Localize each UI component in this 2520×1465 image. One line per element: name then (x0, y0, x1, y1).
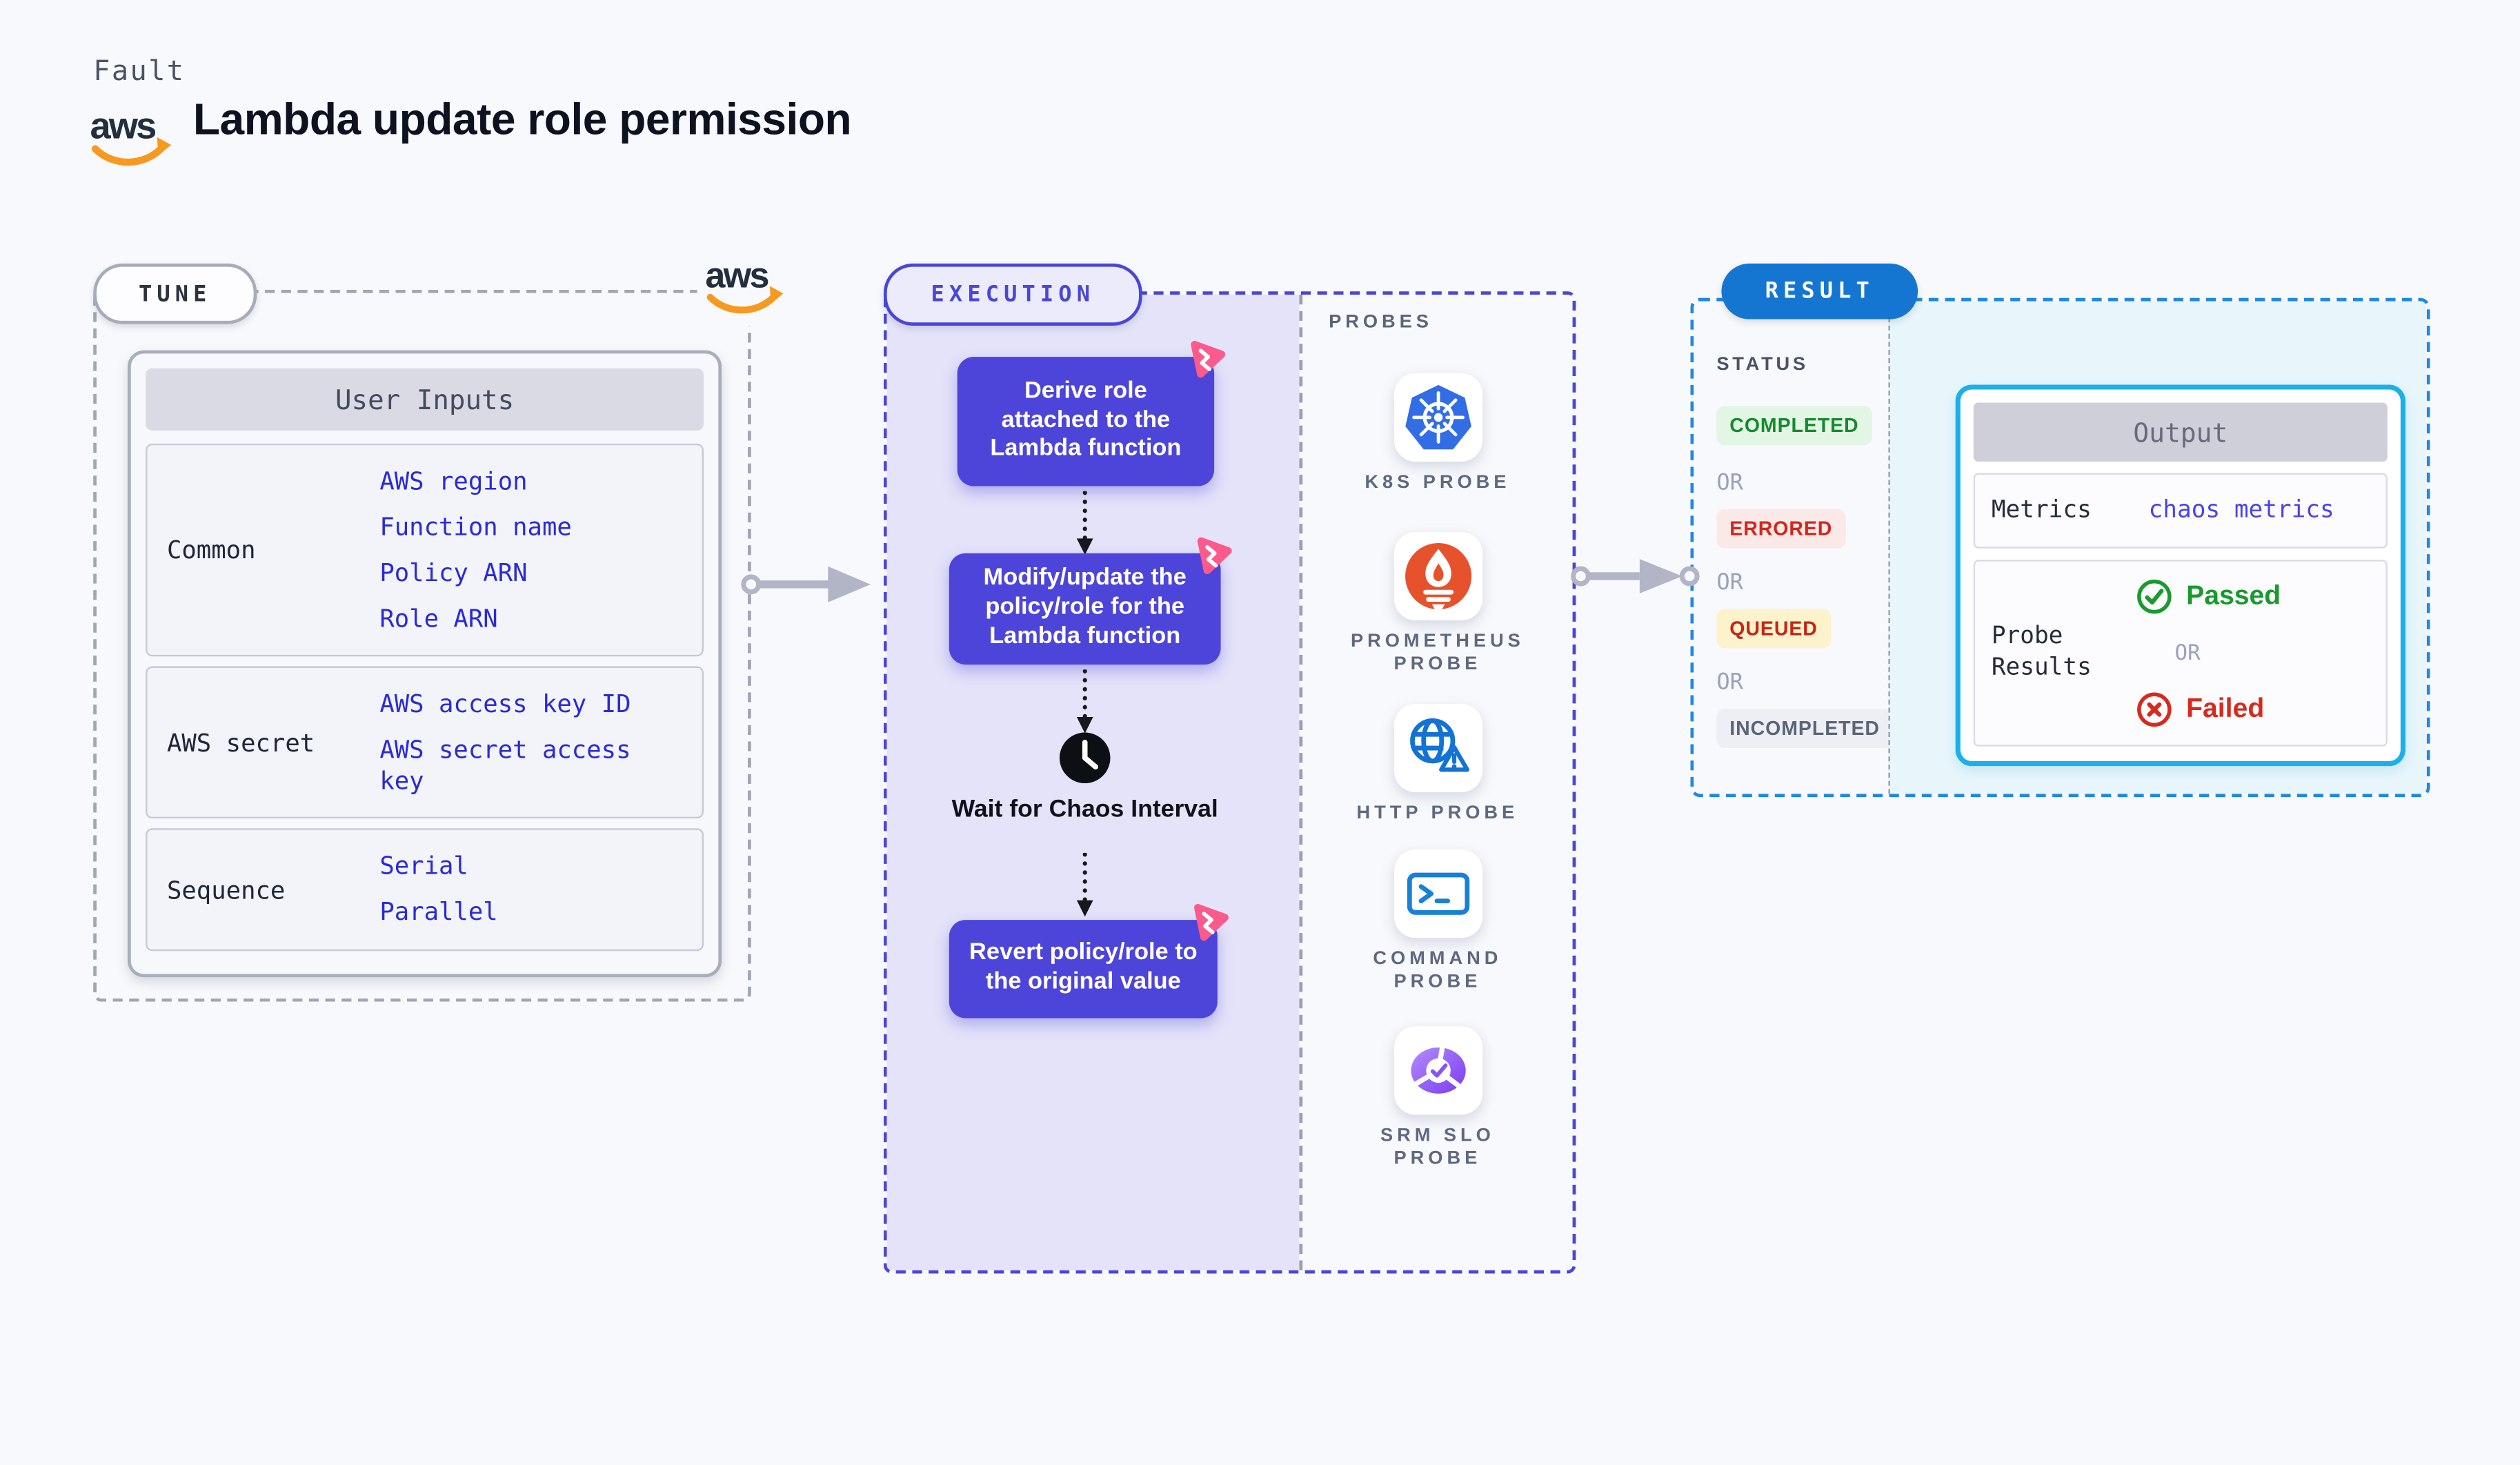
flow-step-text: Modify/update the policy/role for the La… (983, 565, 1187, 650)
input-value: Role ARN (379, 603, 498, 633)
http-globe-icon (1393, 704, 1482, 793)
metrics-value: chaos metrics (2148, 498, 2334, 524)
execution-section-box: Derive role attached to the Lambda funct… (883, 291, 1576, 1274)
user-inputs-row-aws-secret: AWS secret AWS access key ID AWS secret … (146, 666, 704, 819)
input-value: Function name (379, 511, 572, 542)
user-inputs-header: User Inputs (146, 368, 704, 431)
output-card: Output Metrics chaos metrics Probe Resul… (1955, 384, 2405, 767)
row-values: AWS access key ID AWS secret access key (379, 681, 682, 804)
svg-text:aws: aws (705, 255, 768, 295)
execution-flow-panel: Derive role attached to the Lambda funct… (886, 294, 1300, 1270)
status-panel: STATUS COMPLETED OR ERRORED OR QUEUED OR… (1694, 301, 1893, 794)
probe-results-row: Probe Results Passed OR (1973, 560, 2388, 747)
probe-label: HTTP PROBE (1356, 803, 1519, 824)
probe-item-k8s: K8S PROBE (1302, 373, 1572, 495)
aws-logo-small: aws (697, 244, 795, 326)
input-value: AWS access key ID (379, 688, 631, 718)
flow-step-revert-policy: Revert policy/role to the original value (949, 903, 1229, 1019)
status-badge-errored: ERRORED (1716, 509, 1846, 549)
or-label: OR (1716, 469, 1743, 496)
or-label: OR (1716, 669, 1743, 696)
metrics-row: Metrics chaos metrics (1973, 473, 2388, 549)
slo-chart-icon (1393, 1026, 1482, 1115)
flow-step-derive-role: Derive role attached to the Lambda funct… (957, 340, 1226, 486)
passed-label: Passed (2186, 581, 2281, 611)
status-badge-incompleted: INCOMPLETED (1716, 709, 1893, 749)
user-inputs-row-sequence: Sequence Serial Parallel (146, 828, 704, 952)
svg-text:aws: aws (90, 106, 155, 147)
failed-line: Failed (2136, 691, 2377, 729)
wait-chaos-interval-label: Wait for Chaos Interval (951, 795, 1218, 824)
chaos-icon (1184, 337, 1229, 382)
arrow-execution-to-result (1570, 551, 1702, 609)
input-value: Serial (379, 851, 468, 881)
status-title: STATUS (1716, 355, 1809, 375)
probe-label: K8S PROBE (1365, 473, 1511, 493)
execution-pill: EXECUTION (883, 263, 1142, 326)
chaos-icon (1191, 533, 1236, 578)
flow-step-text: Revert policy/role to the original value (969, 940, 1198, 996)
probe-item-command: COMMAND PROBE (1302, 849, 1572, 994)
probes-title: PROBES (1329, 313, 1433, 333)
output-header: Output (1973, 402, 2388, 462)
failed-label: Failed (2186, 694, 2265, 724)
chaos-icon (1188, 901, 1232, 945)
aws-logo: aws (90, 98, 175, 173)
terminal-icon (1393, 849, 1482, 938)
input-value: AWS region (379, 466, 528, 495)
x-circle-icon (2137, 692, 2172, 727)
tune-pill: TUNE (93, 263, 257, 324)
probes-panel: PROBES K8S PROBE (1299, 294, 1572, 1270)
probe-results-values: Passed OR Failed (2125, 571, 2376, 735)
arrow-tune-to-execution (740, 560, 880, 617)
row-values: Serial Parallel (379, 843, 682, 936)
probe-item-srm-slo: SRM SLO PROBE (1302, 1026, 1572, 1171)
row-label: Sequence (166, 874, 286, 905)
page-title: Lambda update role permission (192, 95, 852, 144)
metrics-label: Metrics (1991, 497, 2092, 524)
clock-icon (1057, 730, 1113, 786)
row-label: Common (166, 535, 256, 565)
status-badge-queued: QUEUED (1716, 609, 1831, 649)
check-circle-icon (2137, 579, 2172, 614)
input-value: Parallel (379, 897, 498, 927)
row-values: AWS region Function name Policy ARN Role… (379, 458, 682, 642)
dotted-arrow-down (1073, 490, 1096, 557)
dotted-arrow-down (1073, 669, 1096, 735)
result-pill: RESULT (1721, 263, 1918, 319)
input-value: AWS secret access key (379, 734, 631, 795)
dotted-arrow-down (1073, 852, 1096, 918)
probe-label: SRM SLO PROBE (1380, 1126, 1495, 1169)
flow-step-text: Derive role attached to the Lambda funct… (990, 377, 1182, 462)
status-badge-completed: COMPLETED (1716, 406, 1872, 446)
prometheus-icon (1393, 531, 1482, 621)
passed-line: Passed (2136, 578, 2377, 616)
user-inputs-card: User Inputs Common AWS region Function n… (128, 350, 722, 978)
fault-kicker-label: Fault (93, 55, 186, 89)
or-label: OR (1716, 569, 1743, 596)
tune-section-box (93, 289, 751, 1002)
probe-item-prometheus: PROMETHEUS PROBE (1302, 531, 1572, 677)
or-label: OR (2174, 640, 2201, 666)
probe-results-label: Probe Results (1991, 624, 2092, 681)
probe-item-http: HTTP PROBE (1302, 704, 1572, 826)
row-label: AWS secret (166, 727, 315, 758)
probe-label: COMMAND PROBE (1373, 949, 1502, 992)
flow-step-modify-policy: Modify/update the policy/role for the La… (949, 537, 1232, 665)
probe-label: PROMETHEUS PROBE (1350, 631, 1525, 674)
output-panel: Output Metrics chaos metrics Probe Resul… (1888, 301, 2427, 794)
kubernetes-icon (1393, 373, 1482, 462)
result-section-box: STATUS COMPLETED OR ERRORED OR QUEUED OR… (1690, 297, 2430, 798)
user-inputs-row-common: Common AWS region Function name Policy A… (146, 443, 704, 657)
input-value: Policy ARN (379, 557, 528, 587)
